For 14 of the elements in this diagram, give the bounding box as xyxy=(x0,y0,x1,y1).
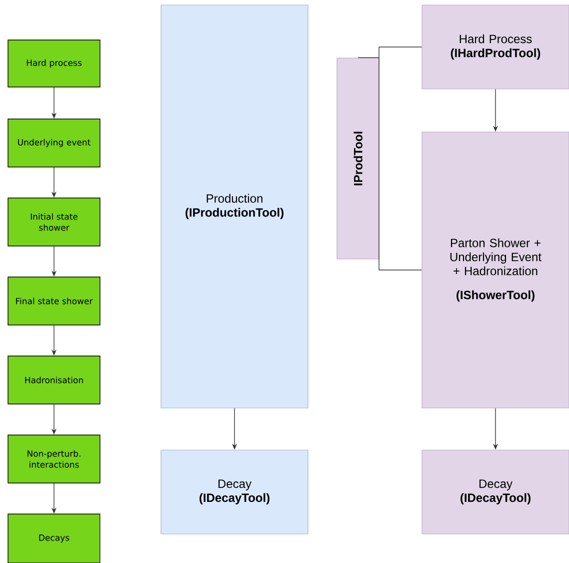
process-box: Hard process xyxy=(8,40,100,88)
component-box: Hard Process (IHardProdTool) xyxy=(422,4,569,90)
component-box: Decay (IDecayTool) xyxy=(160,450,308,534)
process-box: Underlying event xyxy=(8,118,100,168)
process-box: Decays xyxy=(8,514,100,563)
component-box: Parton Shower + Underlying Event + Hadronization (IShowerTool) xyxy=(422,132,569,408)
process-box: Non-perturb. interactions xyxy=(8,434,100,484)
component-box: Decay (IDecayTool) xyxy=(422,450,569,534)
component-box: Production (IProductionTool) xyxy=(160,4,308,408)
process-box: Initial state shower xyxy=(8,198,100,246)
interface-box: IProdTool xyxy=(336,58,380,260)
bracket-connector xyxy=(358,57,422,270)
process-box: Final state shower xyxy=(8,276,100,326)
process-box: Hadronisation xyxy=(8,356,100,404)
